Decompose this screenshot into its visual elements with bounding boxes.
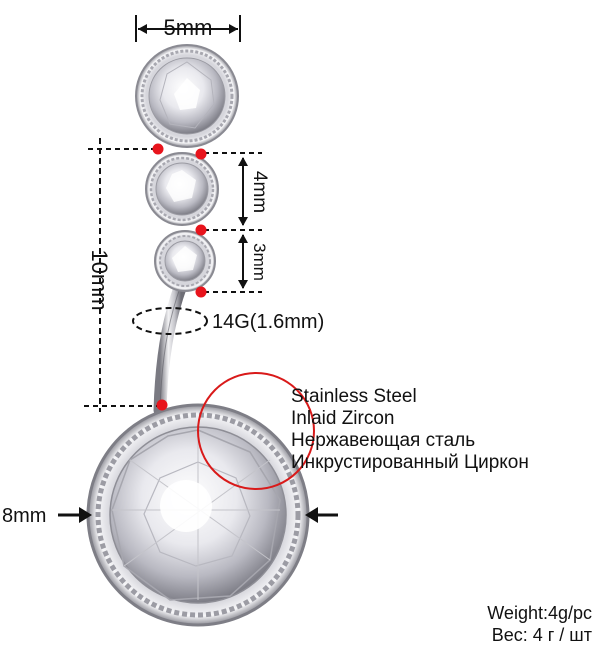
label-upper-stone: 4mm: [249, 171, 270, 213]
spec-zircon-ru: Инкрустированный Циркон: [291, 452, 529, 473]
marker-dot: [156, 399, 168, 411]
material-callout-circle: [197, 372, 315, 490]
marker-dot: [152, 143, 164, 155]
spec-material-ru: Нержавеющая сталь: [291, 430, 476, 451]
marker-dot: [195, 148, 207, 160]
main-gem: [86, 403, 310, 627]
spec-zircon-en: Inlaid Zircon: [291, 408, 395, 429]
upper-stone-dimension: [204, 152, 262, 231]
spec-material-en: Stainless Steel: [291, 386, 417, 407]
weight-ru: Вес: 4 г / шт: [491, 625, 592, 645]
label-bar-length: 10mm: [87, 249, 112, 310]
label-lower-stone: 3mm: [250, 243, 269, 281]
small-gem: [154, 230, 216, 292]
middle-gem: [145, 152, 219, 226]
lower-stone-dimension: [204, 234, 262, 293]
marker-dot: [195, 224, 207, 236]
weight-en: Weight:4g/pc: [487, 603, 592, 623]
label-main-stone: 8mm: [2, 505, 46, 527]
main-stone-dimension: [58, 507, 338, 523]
marker-dot: [195, 286, 207, 298]
label-gauge: 14G(1.6mm): [212, 311, 324, 333]
top-gem: [135, 44, 239, 148]
length-dimension: [84, 138, 160, 412]
gauge-ellipse: [132, 307, 208, 335]
label-top-width: 5mm: [164, 15, 213, 40]
barbell-bar: [153, 278, 188, 417]
measurement-markers: [152, 143, 207, 411]
width-dimension: [135, 15, 241, 42]
